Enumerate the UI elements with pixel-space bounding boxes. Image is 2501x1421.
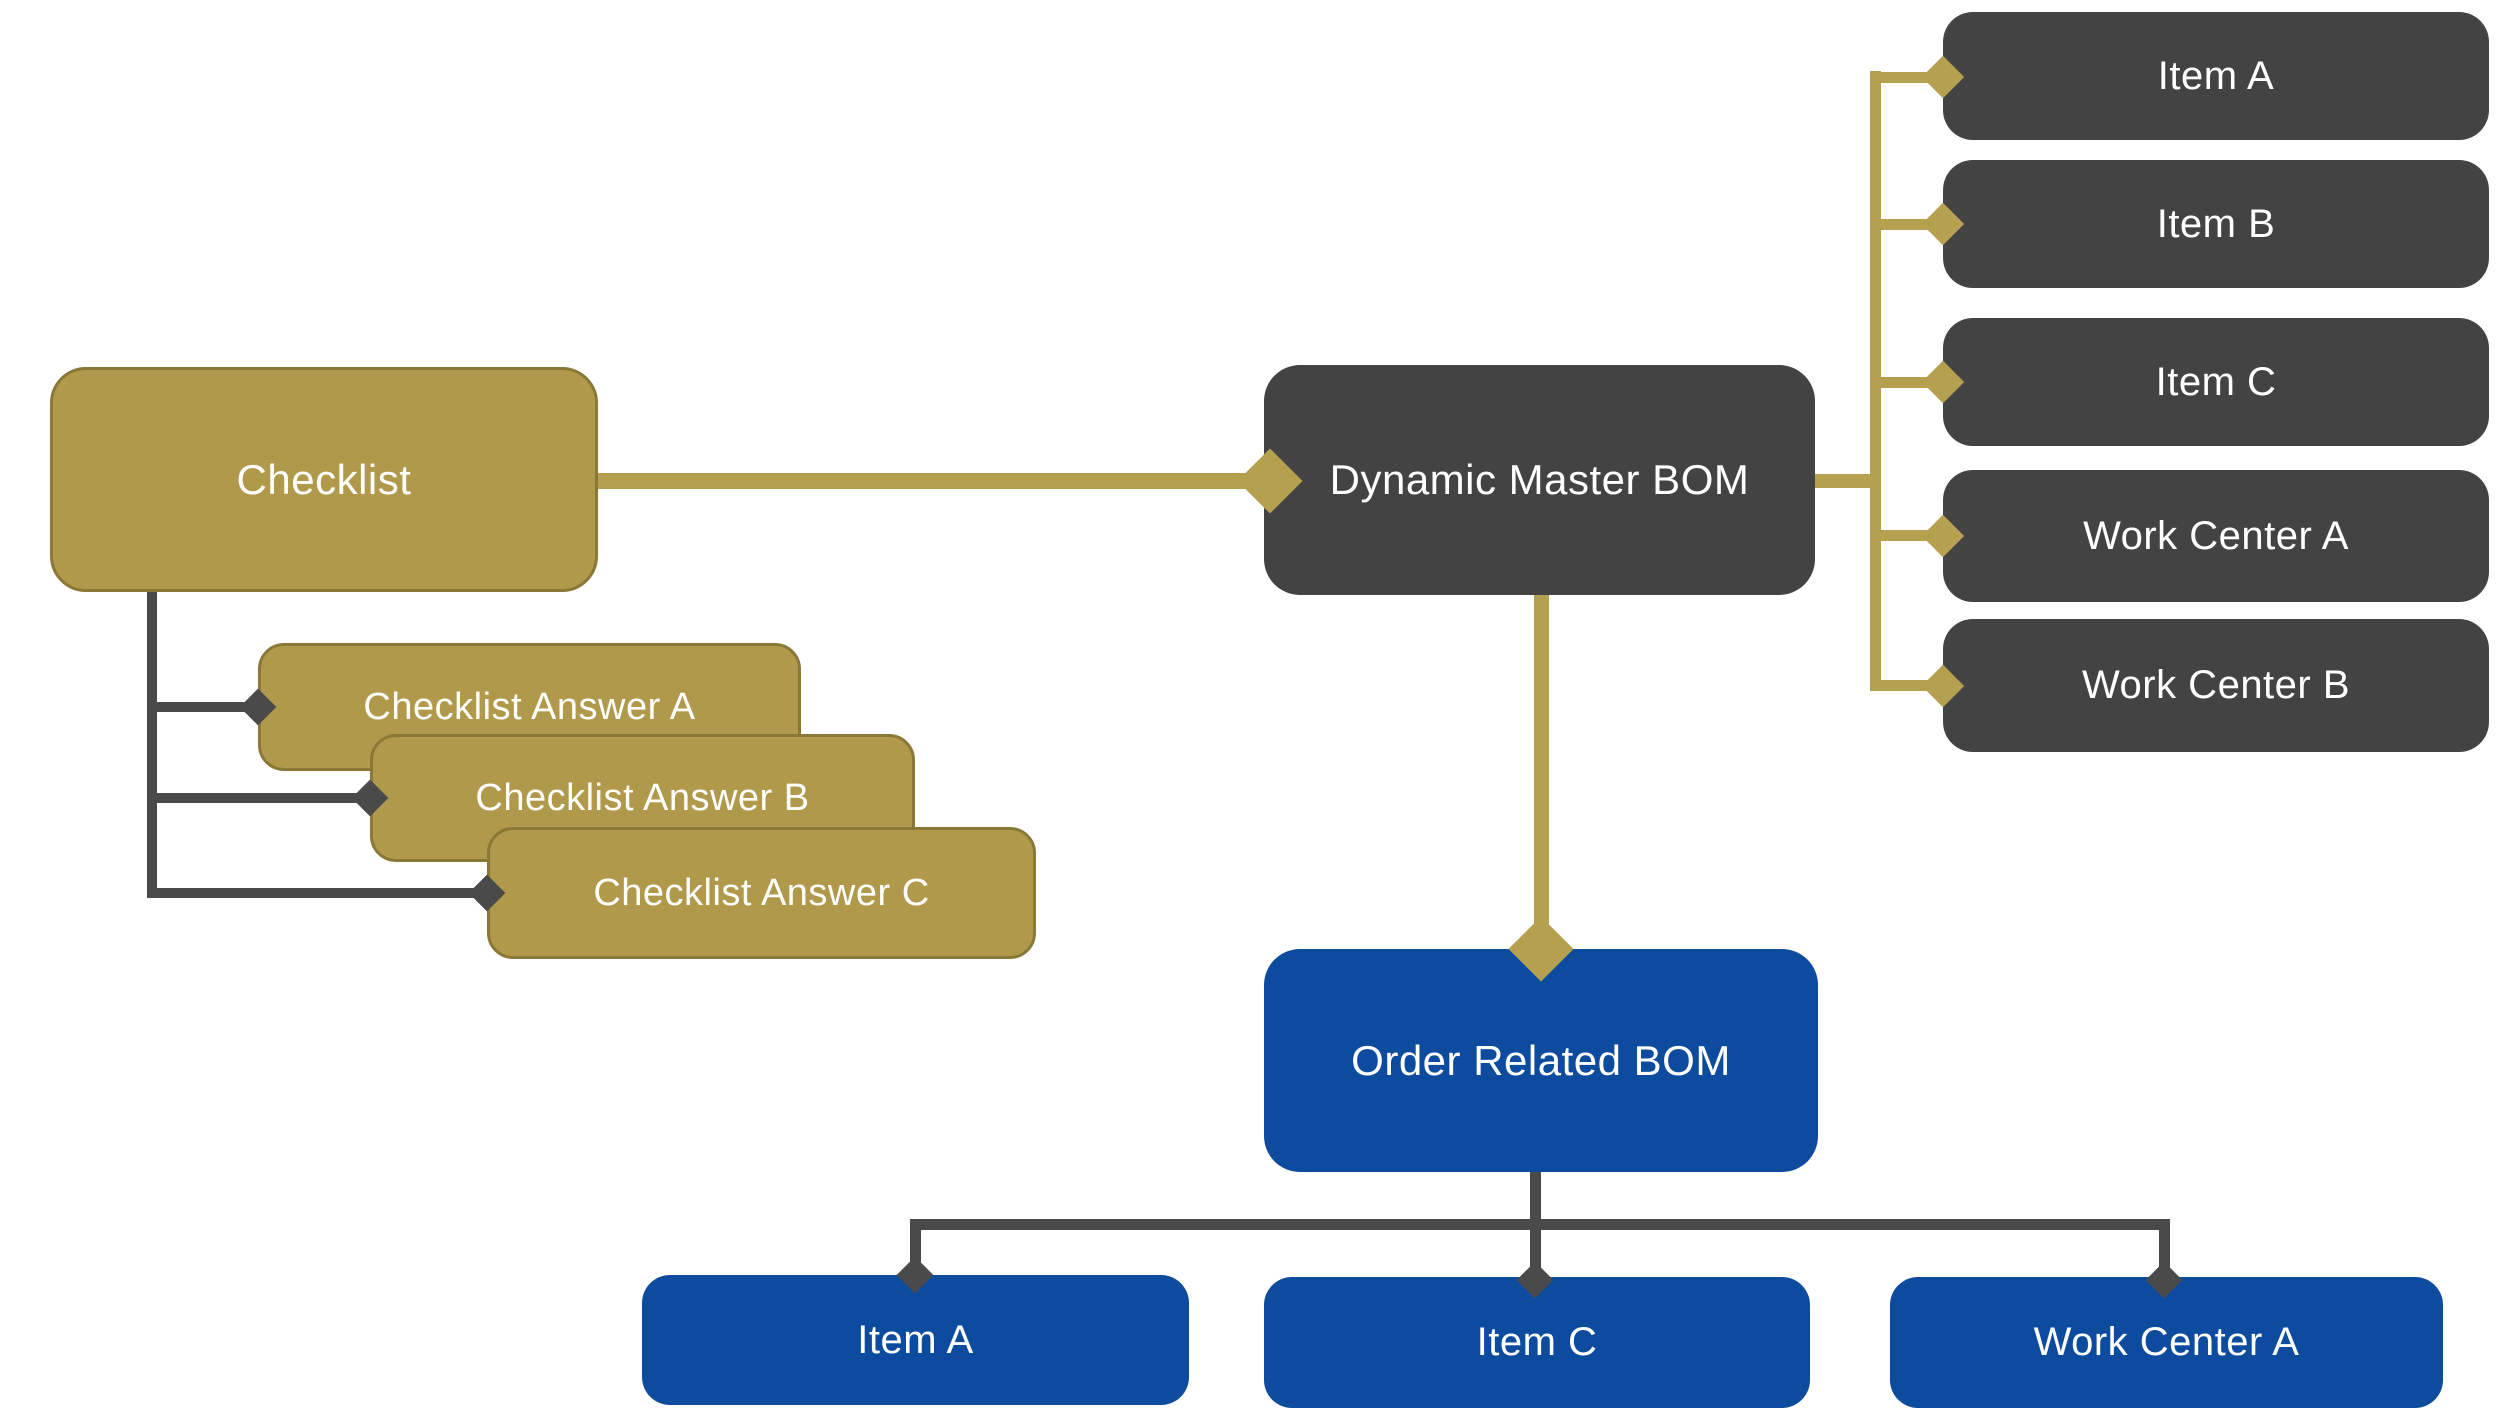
connector-drop-order-item-c — [1530, 1230, 1541, 1268]
node-master-item-c: Item C — [1943, 318, 2489, 446]
connector-order-bom-down — [1530, 1172, 1541, 1230]
node-dynamic-master-bom-label: Dynamic Master BOM — [1329, 456, 1750, 503]
node-master-item-b: Item B — [1943, 160, 2489, 288]
connector-branch-work-center-a — [1870, 530, 1940, 541]
node-order-work-center-a: Work Center A — [1890, 1277, 2443, 1408]
connector-branch-item-a — [1870, 72, 1940, 83]
connector-master-bom-to-order-bom — [1534, 595, 1549, 930]
node-master-item-a: Item A — [1943, 12, 2489, 140]
node-master-item-c-label: Item C — [2155, 359, 2277, 404]
connector-branch-answer-a — [147, 702, 250, 712]
connector-checklist-to-master-bom — [598, 473, 1254, 489]
node-master-work-center-a: Work Center A — [1943, 470, 2489, 602]
connector-branch-work-center-b — [1870, 680, 1940, 691]
node-checklist-answer-c: Checklist Answer C — [487, 827, 1036, 959]
node-order-item-c: Item C — [1264, 1277, 1810, 1408]
connector-drop-order-work-center-a — [2159, 1219, 2170, 1268]
node-checklist-answer-b-label: Checklist Answer B — [475, 776, 810, 819]
node-checklist: Checklist — [50, 367, 598, 592]
node-master-item-a-label: Item A — [2157, 53, 2275, 98]
node-master-item-b-label: Item B — [2156, 201, 2276, 246]
node-checklist-label: Checklist — [236, 455, 412, 503]
node-order-item-a-label: Item A — [857, 1317, 974, 1362]
connector-master-bom-to-trunk — [1815, 474, 1881, 488]
node-dynamic-master-bom: Dynamic Master BOM — [1264, 365, 1815, 595]
node-order-item-a: Item A — [642, 1275, 1189, 1405]
connector-branch-answer-c — [147, 888, 477, 898]
connector-order-children-bar — [910, 1219, 2170, 1230]
connector-branch-item-b — [1870, 219, 1940, 230]
node-master-work-center-a-label: Work Center A — [2083, 513, 2349, 558]
node-checklist-answer-c-label: Checklist Answer C — [593, 871, 930, 914]
node-order-work-center-a-label: Work Center A — [2033, 1320, 2300, 1364]
node-master-work-center-b-label: Work Center B — [2081, 663, 2351, 707]
node-checklist-answer-a-label: Checklist Answer A — [363, 685, 696, 728]
connector-branch-answer-b — [147, 793, 362, 803]
connector-checklist-answers-trunk — [147, 592, 157, 897]
node-order-related-bom: Order Related BOM — [1264, 949, 1818, 1172]
node-order-related-bom-label: Order Related BOM — [1351, 1036, 1731, 1084]
connector-branch-item-c — [1870, 377, 1940, 388]
connector-drop-order-item-a — [910, 1219, 921, 1264]
node-master-work-center-b: Work Center B — [1943, 619, 2489, 752]
node-order-item-c-label: Item C — [1476, 1320, 1598, 1364]
